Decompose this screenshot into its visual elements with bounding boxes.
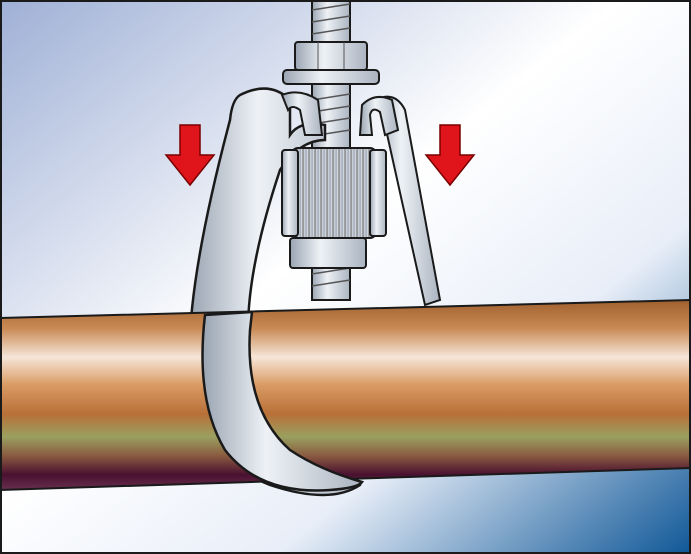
clamp-ear-left bbox=[280, 91, 324, 136]
arrow-down-right-icon bbox=[424, 124, 476, 187]
lower-nut bbox=[289, 237, 367, 269]
copper-pipe bbox=[0, 298, 691, 492]
clamp-ear-right bbox=[358, 95, 400, 137]
clamp-strap-front-lower bbox=[201, 310, 364, 492]
washer bbox=[282, 69, 380, 85]
top-nut bbox=[282, 41, 380, 85]
arrow-down-left-icon bbox=[164, 124, 216, 187]
knurled-nut bbox=[281, 147, 387, 239]
